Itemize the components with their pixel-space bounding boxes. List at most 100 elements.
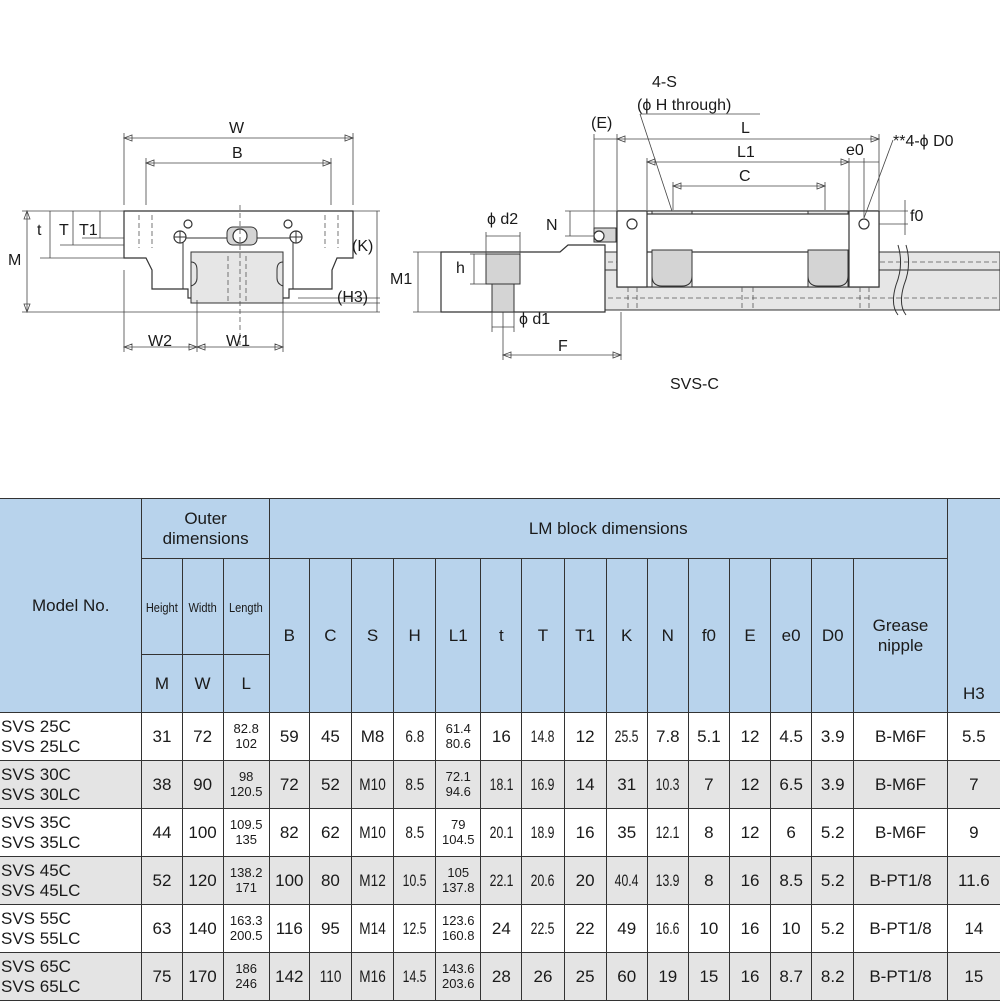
label-h: h: [456, 260, 465, 277]
cell-f0: 10: [687, 904, 730, 953]
header-C: C: [308, 558, 352, 713]
header-B: B: [268, 558, 310, 713]
cell-M: 44: [141, 808, 183, 857]
cell-T1: 14: [563, 760, 607, 809]
label-4-S: 4-S: [652, 74, 677, 91]
cell-M: 75: [141, 952, 183, 1001]
cell-S: M16: [350, 952, 395, 1001]
header-f0: f0: [687, 558, 730, 713]
label-W1: W1: [226, 333, 250, 350]
cell-K: 35: [605, 808, 648, 857]
cell-H: 6.8: [393, 712, 437, 761]
label-d2: ϕ d2: [487, 211, 518, 228]
label-B: B: [232, 145, 243, 162]
cell-K: 25.5: [605, 712, 648, 761]
cell-N: 13.9: [646, 856, 689, 905]
cell-E: 16: [728, 952, 772, 1001]
cell-E: 16: [728, 904, 772, 953]
cell-T: 18.9: [521, 808, 565, 857]
header-e0: e0: [770, 558, 813, 713]
cell-e0: 6: [770, 808, 813, 857]
cell-grease-nipple: B-M6F: [853, 808, 948, 857]
header-height: Height: [141, 558, 183, 655]
technical-drawings: W B M t T T1 (K) (H3) W2 W1: [8, 74, 1000, 393]
cell-H: 8.5: [393, 808, 437, 857]
cell-S: M14: [350, 904, 395, 953]
label-F: F: [558, 338, 568, 355]
cell-N: 16.6: [646, 904, 689, 953]
cell-H3: 11.6: [946, 856, 1000, 905]
label-K: (K): [352, 238, 373, 255]
cell-T: 14.8: [521, 712, 565, 761]
front-view: W B M t T T1 (K) (H3) W2 W1: [8, 120, 380, 352]
cell-M: 52: [141, 856, 183, 905]
cell-W: 100: [181, 808, 224, 857]
cell-K: 40.4: [605, 856, 648, 905]
cell-H: 10.5: [393, 856, 437, 905]
cell-K: 60: [605, 952, 648, 1001]
cell-D0: 3.9: [811, 760, 855, 809]
cell-T: 20.6: [521, 856, 565, 905]
label-W2: W2: [148, 333, 172, 350]
cell-B: 116: [268, 904, 310, 953]
cell-M: 31: [141, 712, 183, 761]
cell-W: 120: [181, 856, 224, 905]
cell-S: M8: [350, 712, 395, 761]
cell-t: 28: [480, 952, 523, 1001]
cell-W: 72: [181, 712, 224, 761]
label-L1: L1: [737, 144, 755, 161]
header-H: H: [393, 558, 437, 713]
cell-T: 26: [521, 952, 565, 1001]
cell-E: 16: [728, 856, 772, 905]
cell-C: 110: [308, 952, 352, 1001]
drawing-caption: SVS-C: [670, 376, 719, 393]
cell-M: 63: [141, 904, 183, 953]
cell-B: 72: [268, 760, 310, 809]
header-N: N: [646, 558, 689, 713]
cell-e0: 10: [770, 904, 813, 953]
cell-N: 7.8: [646, 712, 689, 761]
cell-W: 170: [181, 952, 224, 1001]
label-L: L: [741, 120, 750, 137]
cell-T1: 12: [563, 712, 607, 761]
header-H3: H3: [946, 498, 1000, 713]
cell-C: 80: [308, 856, 352, 905]
header-L1: L1: [435, 558, 482, 713]
cell-H3: 5.5: [946, 712, 1000, 761]
label-M: M: [8, 252, 21, 269]
label-N: N: [546, 217, 558, 234]
cell-N: 12.1: [646, 808, 689, 857]
cell-f0: 8: [687, 808, 730, 857]
cell-W: 90: [181, 760, 224, 809]
header-width: Width: [181, 558, 224, 655]
cell-S: M10: [350, 760, 395, 809]
label-M1: M1: [390, 271, 412, 288]
side-view: 4-S (ϕ H through) (E) L L1 C e0 **4-ϕ D0…: [390, 74, 1000, 393]
cell-f0: 5.1: [687, 712, 730, 761]
cell-e0: 8.7: [770, 952, 813, 1001]
cell-t: 18.1: [480, 760, 523, 809]
label-E: (E): [591, 115, 612, 132]
cell-B: 142: [268, 952, 310, 1001]
label-e0: e0: [846, 142, 864, 159]
header-S: S: [350, 558, 395, 713]
header-lm-block-dimensions: LM block dimensions: [268, 498, 948, 559]
cell-M: 38: [141, 760, 183, 809]
cell-W: 140: [181, 904, 224, 953]
cell-grease-nipple: B-M6F: [853, 760, 948, 809]
cell-t: 22.1: [480, 856, 523, 905]
label-T1: T1: [79, 222, 98, 239]
